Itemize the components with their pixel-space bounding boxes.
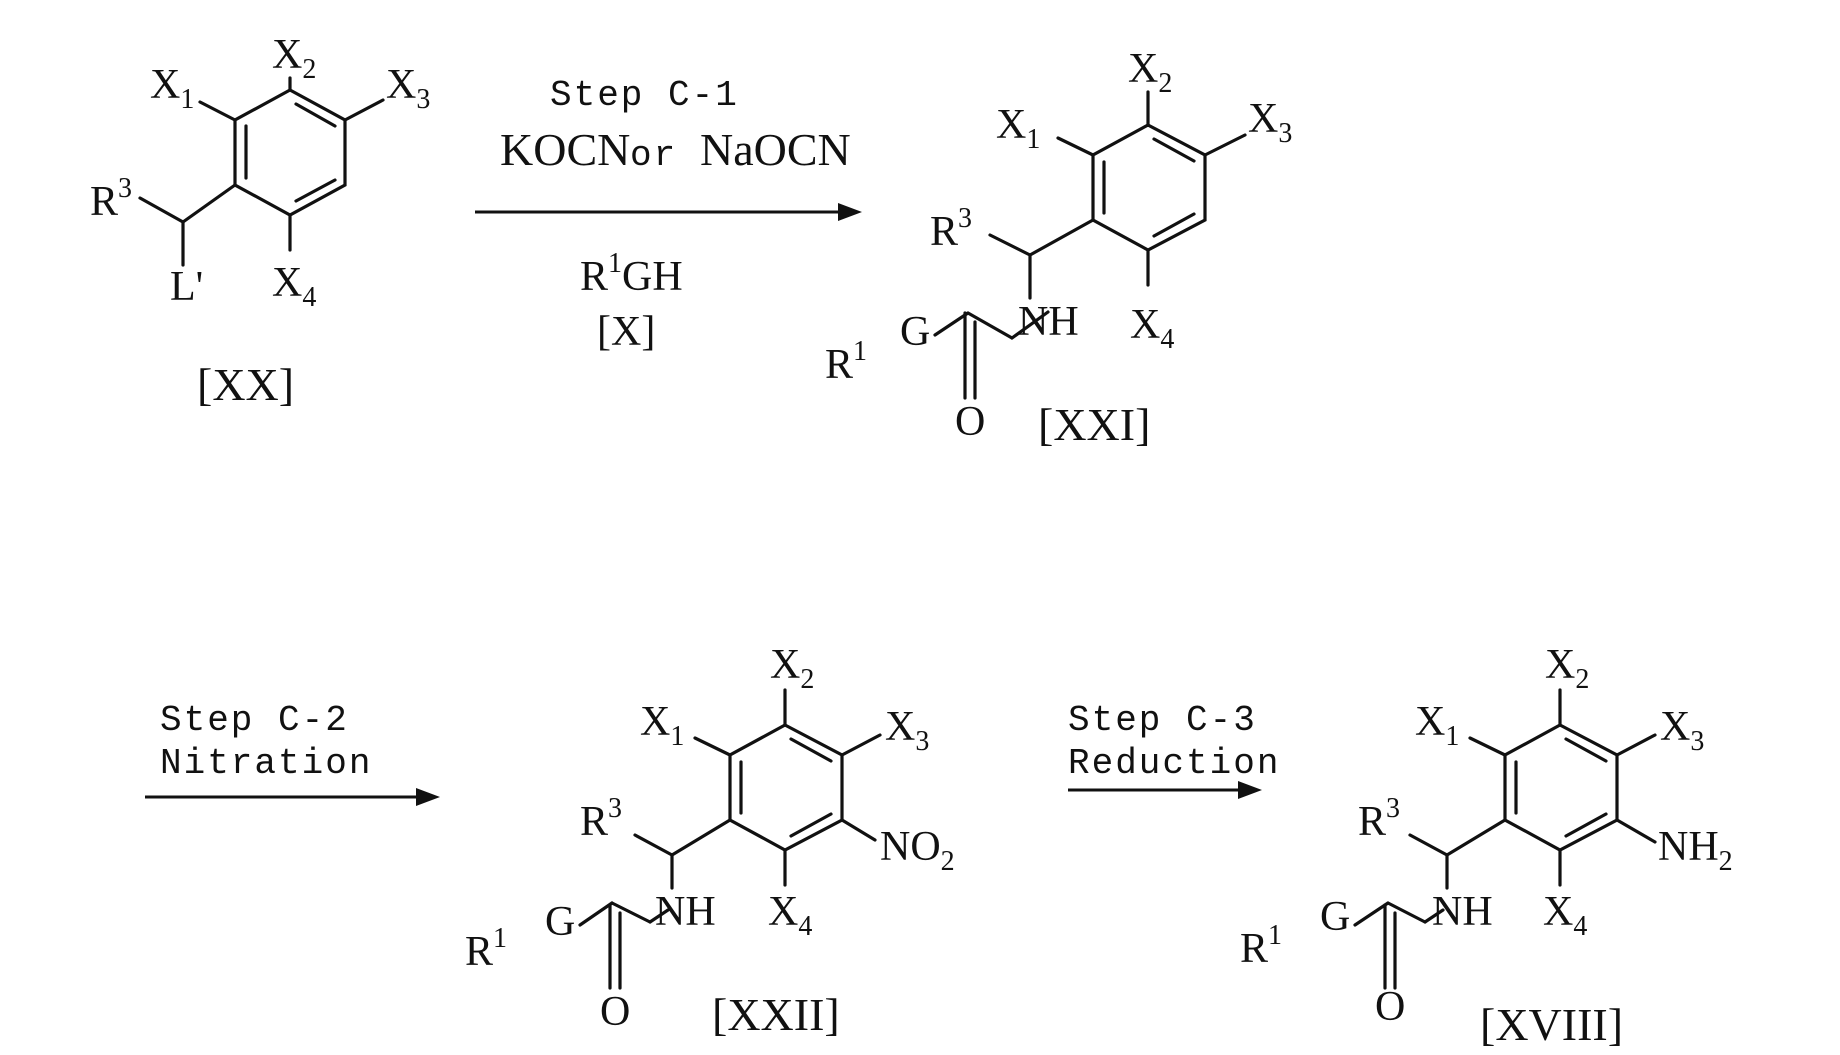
step-c3-title: Step C-3 xyxy=(1068,700,1257,741)
nh-label: NH xyxy=(655,889,716,935)
reagent-x-label: [X] xyxy=(597,309,655,355)
step-c2-name: Nitration xyxy=(160,743,372,784)
x4-label: X4 xyxy=(1130,302,1174,355)
r1-label: R1 xyxy=(1240,920,1282,972)
compound-label-xx: [XX] xyxy=(197,359,294,410)
r1-label: R1 xyxy=(825,336,867,388)
g-label: G xyxy=(1320,894,1350,940)
g-label: G xyxy=(545,899,575,945)
r1-label: R1 xyxy=(465,923,507,975)
x1-label: X1 xyxy=(1415,699,1459,752)
reagent-kocn: KOCN xyxy=(500,124,630,175)
r3-label: R3 xyxy=(90,173,132,225)
x3-label: X3 xyxy=(386,62,430,115)
x4-label: X4 xyxy=(272,260,316,313)
oxygen-label: O xyxy=(955,399,985,445)
nh-label: NH xyxy=(1018,299,1079,345)
x3-label: X3 xyxy=(885,704,929,757)
x4-label: X4 xyxy=(768,889,812,942)
nh2-label: NH2 xyxy=(1658,824,1733,877)
compound-xxi: X2 X3 X1 R3 NH X4 G R1 O [XXI] xyxy=(825,46,1292,450)
step-c2: Step C-2 Nitration xyxy=(145,700,440,806)
x2-label: X2 xyxy=(272,32,316,85)
compound-label-xxi: [XXI] xyxy=(1038,399,1150,450)
nh-label: NH xyxy=(1432,889,1493,935)
step-c1-title: Step C-1 xyxy=(550,75,739,116)
x1-label: X1 xyxy=(640,699,684,752)
x3-label: X3 xyxy=(1660,704,1704,757)
no2-label: NO2 xyxy=(880,824,955,877)
x2-label: X2 xyxy=(1128,46,1172,99)
oxygen-label: O xyxy=(600,989,630,1035)
compound-xx: X2 X3 X1 R3 L' X4 [XX] xyxy=(90,32,430,410)
compound-xviii: X2 X3 X1 NH2 R3 NH X4 G R1 O [XVIII] xyxy=(1240,642,1733,1050)
step-c1: Step C-1 KOCN or NaOCN R1GH [X] xyxy=(475,75,862,355)
compound-label-xviii: [XVIII] xyxy=(1480,999,1623,1050)
r3-label: R3 xyxy=(1358,793,1400,845)
step-c3: Step C-3 Reduction xyxy=(1068,700,1280,799)
compound-xxii: X2 X3 X1 NO2 R3 NH X4 G R1 O [XXII] xyxy=(465,642,955,1040)
l-prime-label: L' xyxy=(170,264,203,310)
reagent-naocn: NaOCN xyxy=(700,124,851,175)
oxygen-label: O xyxy=(1375,984,1405,1030)
x2-label: X2 xyxy=(770,642,814,695)
reagent-r1gh: R1GH xyxy=(580,248,683,300)
compound-label-xxii: [XXII] xyxy=(712,989,840,1040)
step-c3-name: Reduction xyxy=(1068,743,1280,784)
r3-label: R3 xyxy=(580,793,622,845)
x2-label: X2 xyxy=(1545,642,1589,695)
x4-label: X4 xyxy=(1543,889,1587,942)
reagent-or: or xyxy=(630,135,677,176)
step-c2-title: Step C-2 xyxy=(160,700,349,741)
g-label: G xyxy=(900,309,930,355)
r3-label: R3 xyxy=(930,203,972,255)
x3-label: X3 xyxy=(1248,96,1292,149)
x1-label: X1 xyxy=(150,62,194,115)
x1-label: X1 xyxy=(996,102,1040,155)
